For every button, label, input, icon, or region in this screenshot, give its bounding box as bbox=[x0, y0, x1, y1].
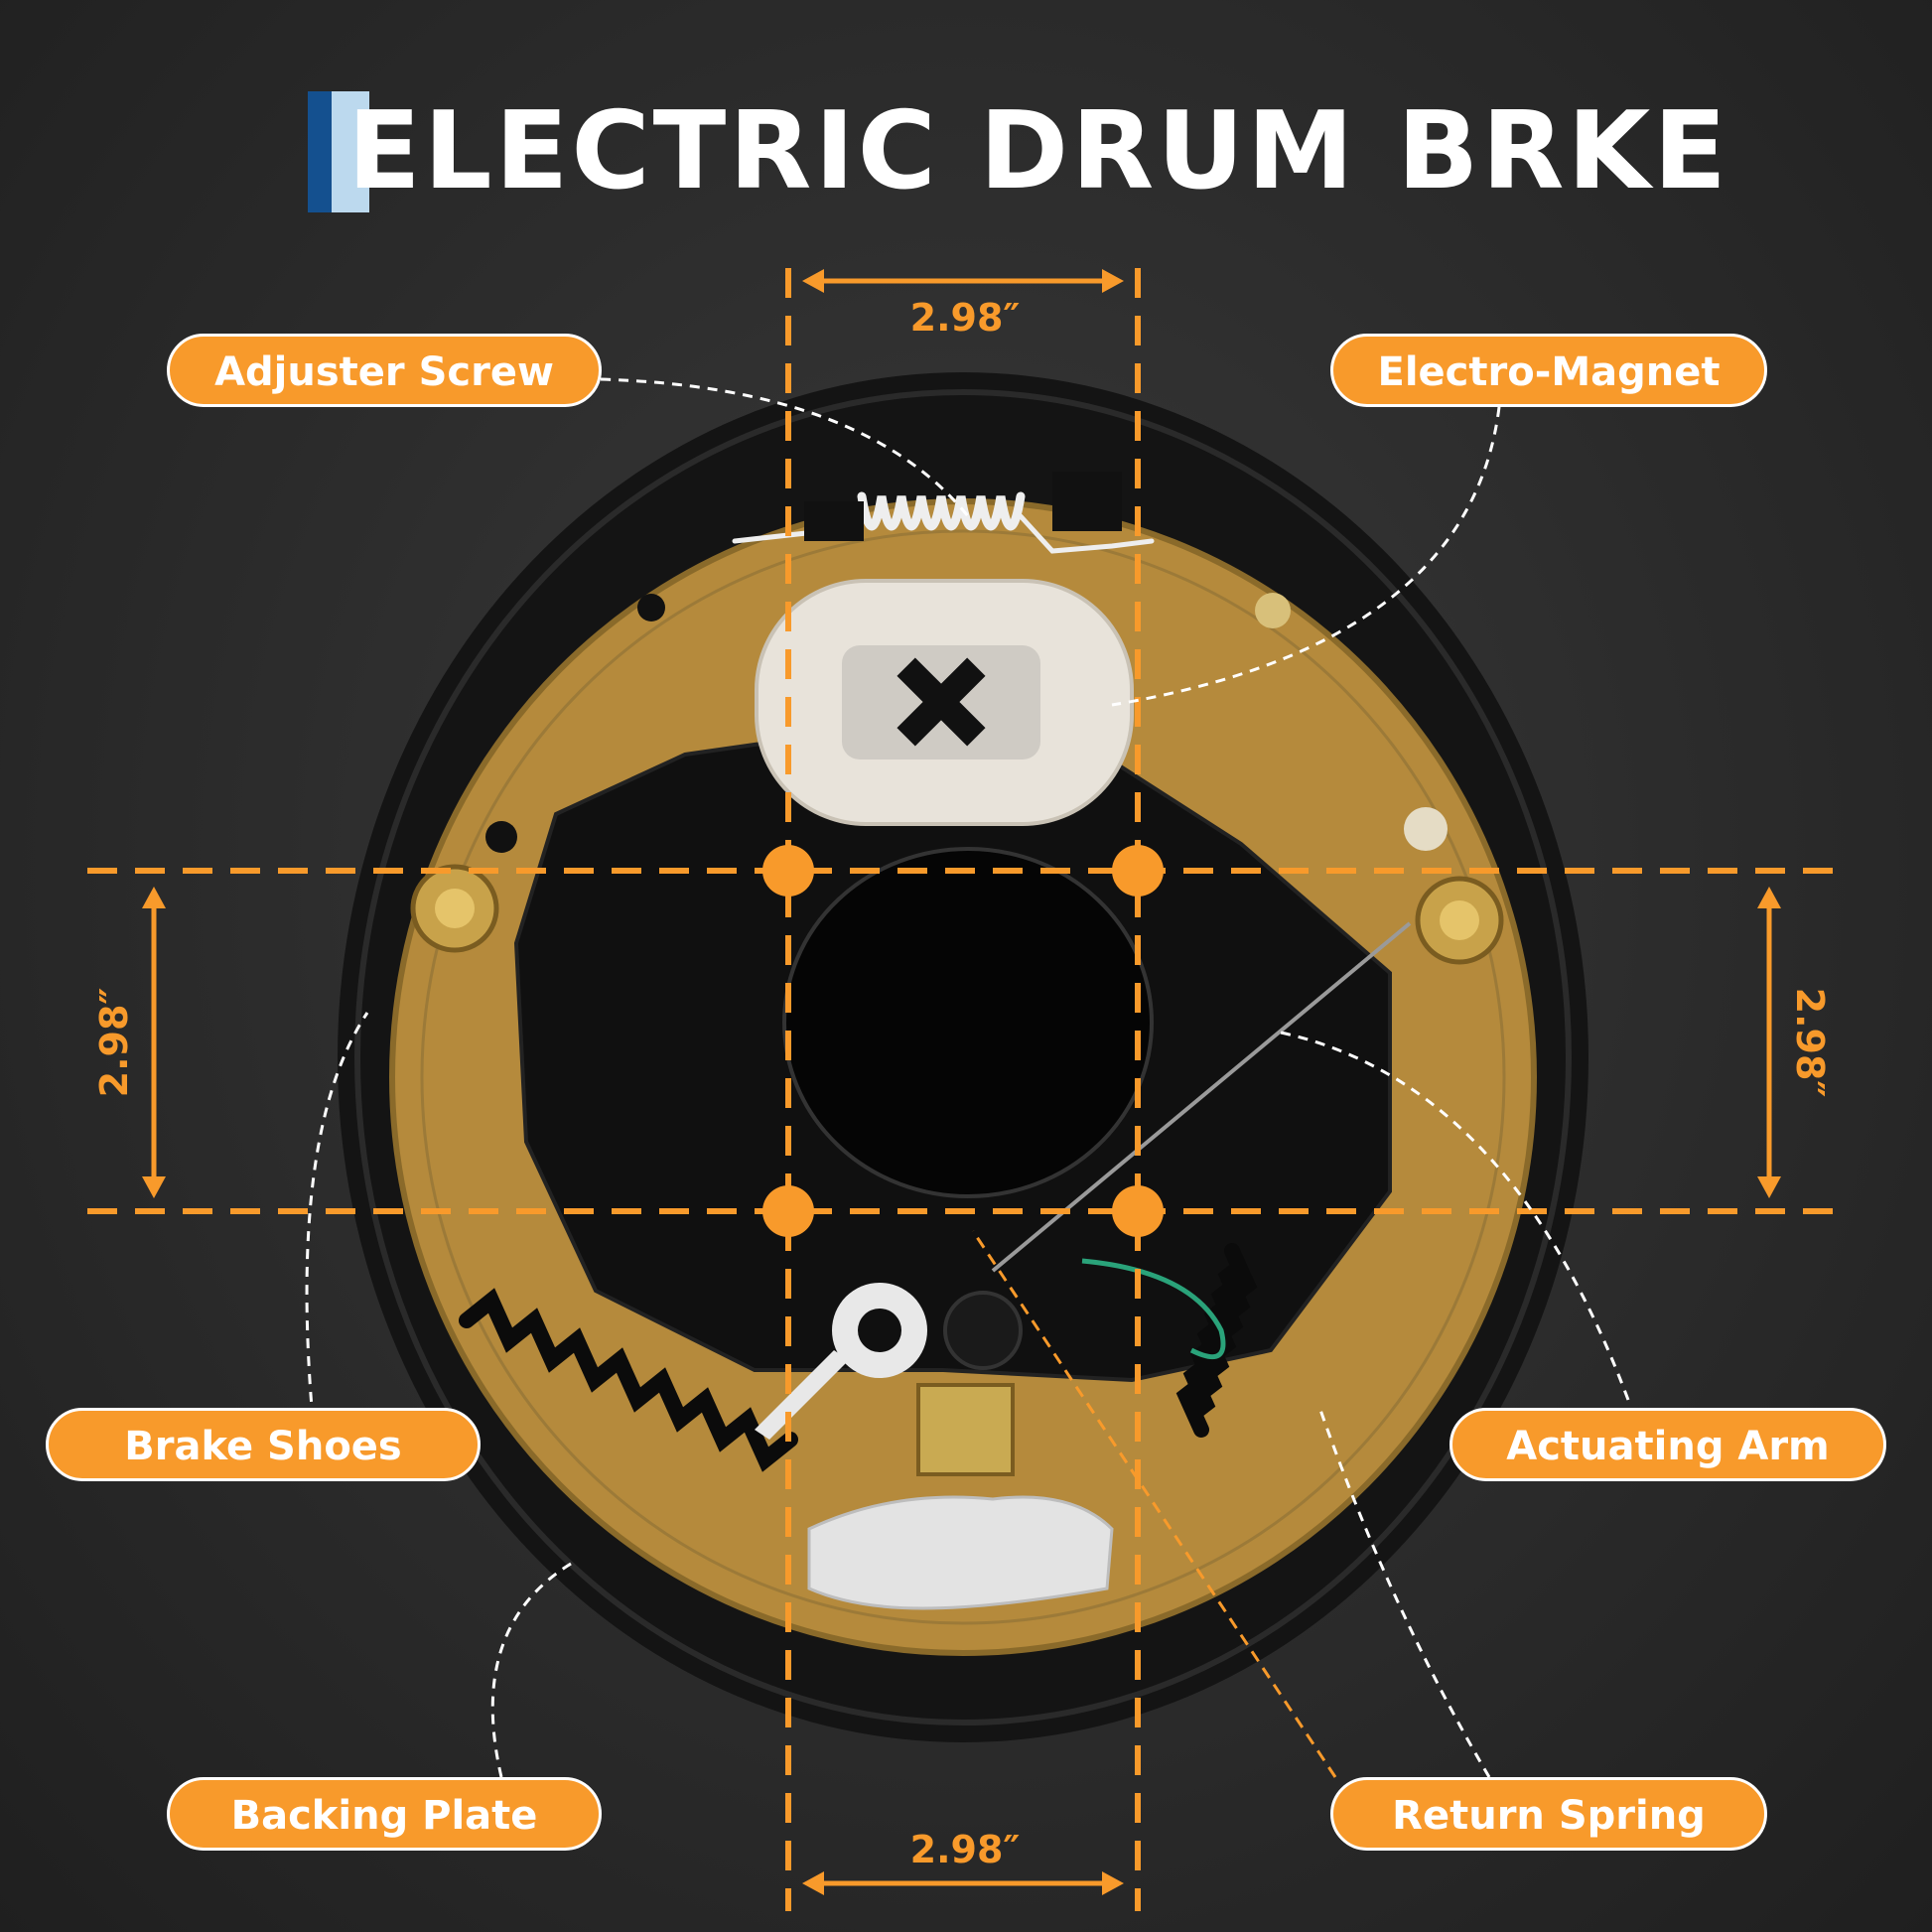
hold-down-right bbox=[1415, 876, 1504, 965]
anchor-block bbox=[916, 1383, 1015, 1476]
leader-brake-shoes bbox=[305, 1012, 369, 1421]
label-backing-plate: Backing Plate bbox=[167, 1777, 602, 1851]
dim-label-bottom: 2.98″ bbox=[910, 1828, 1021, 1871]
adjuster-block-left bbox=[804, 501, 864, 541]
bottom-plate bbox=[807, 1495, 1114, 1610]
leader-backing-plate bbox=[490, 1562, 572, 1778]
bolt-hole-top-left bbox=[762, 845, 814, 897]
backing-plate-rim bbox=[354, 389, 1572, 1725]
stud-right-top bbox=[1255, 593, 1291, 628]
leader-return-spring bbox=[1318, 1409, 1491, 1778]
brake-shoe-lining bbox=[420, 529, 1506, 1625]
label-return-spring: Return Spring bbox=[1330, 1777, 1767, 1851]
leader-return-spring-orange bbox=[971, 1230, 1337, 1778]
leader-adjuster-screw bbox=[600, 377, 970, 517]
leader-electro-magnet bbox=[1111, 406, 1501, 707]
adjuster-block-right bbox=[1052, 472, 1122, 531]
dim-label-top: 2.98″ bbox=[910, 296, 1021, 340]
leader-actuating-arm bbox=[1280, 1031, 1630, 1401]
return-spring-right bbox=[1175, 1243, 1258, 1438]
label-brake-shoes: Brake Shoes bbox=[46, 1408, 481, 1481]
title-accent-bar-dark bbox=[308, 91, 334, 212]
title-accent-bar-light bbox=[332, 91, 369, 212]
return-spring-left bbox=[459, 1288, 798, 1472]
dim-label-left: 2.98″ bbox=[92, 988, 136, 1098]
dim-label-right: 2.98″ bbox=[1788, 988, 1832, 1098]
hole-left bbox=[485, 821, 517, 853]
stud-right bbox=[1404, 807, 1448, 851]
magnet-cross-icon bbox=[897, 657, 986, 747]
center-hole bbox=[782, 847, 1154, 1198]
label-actuating-arm: Actuating Arm bbox=[1449, 1408, 1886, 1481]
actuating-arm bbox=[755, 921, 1412, 1440]
hole-left-top bbox=[637, 594, 665, 621]
label-adjuster-screw: Adjuster Screw bbox=[167, 334, 602, 407]
magnet-wire bbox=[1081, 1258, 1226, 1360]
hold-down-left bbox=[410, 864, 499, 953]
label-electro-magnet: Electro-Magnet bbox=[1330, 334, 1767, 407]
bolt-hole-bottom-left bbox=[762, 1185, 814, 1237]
page-title: ELECTRIC DRUM BRKE bbox=[347, 89, 1730, 213]
